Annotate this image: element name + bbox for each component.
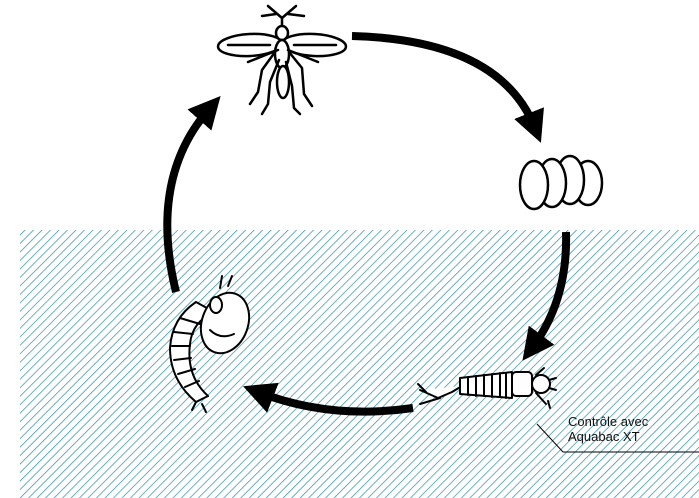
water-zone <box>20 230 699 498</box>
aquabac-control-callout: Contrôle avec Aquabac XT <box>568 414 648 444</box>
callout-line-1: Contrôle avec <box>568 414 648 429</box>
eggs-icon <box>520 156 602 209</box>
arrow-adult-to-eggs <box>352 36 535 128</box>
callout-line-2: Aquabac XT <box>568 429 648 444</box>
mosquito-icon <box>217 6 346 114</box>
